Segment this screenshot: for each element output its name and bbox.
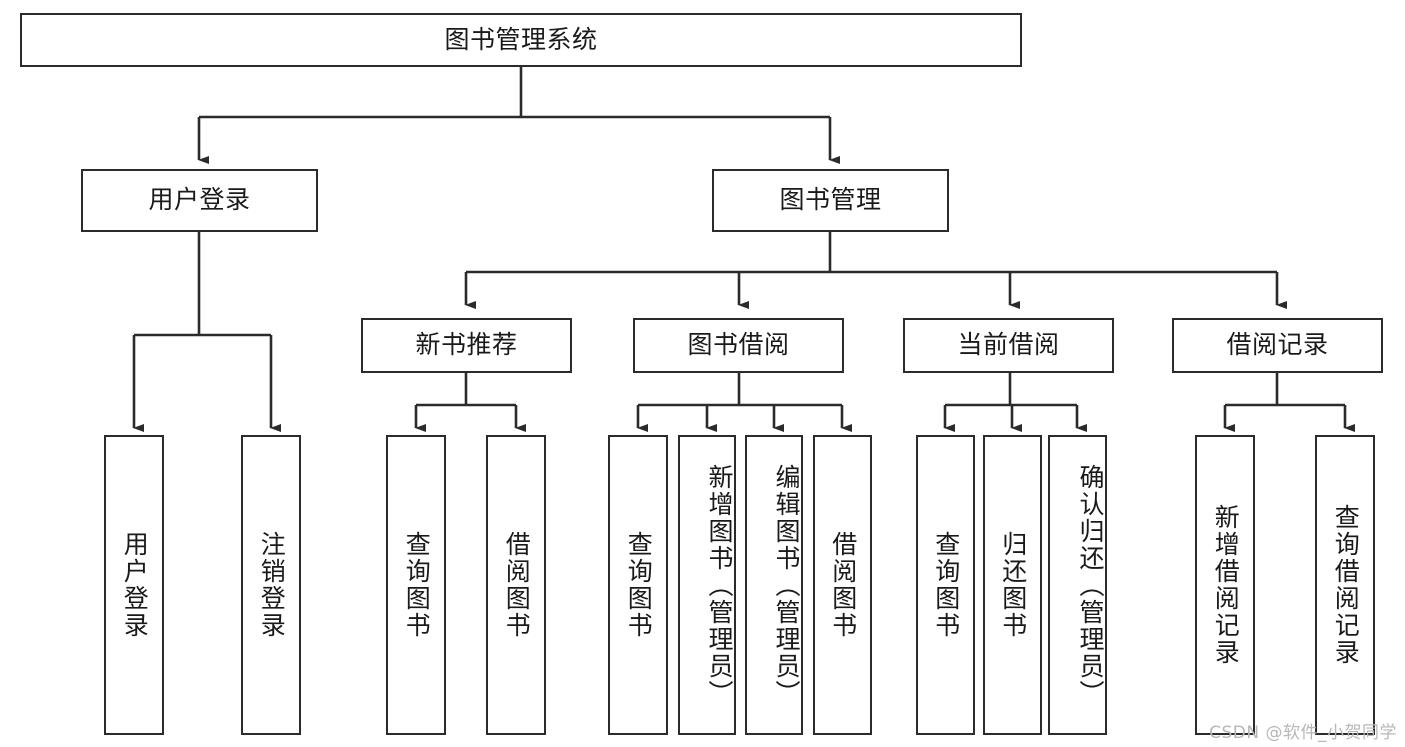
leaf-new-book-borrow-book[interactable]: 借阅图书 xyxy=(486,435,546,735)
node-book-management[interactable]: 图书管理 xyxy=(712,169,949,232)
watermark-text: CSDN @软件_小贺同学 xyxy=(1209,723,1397,743)
leaf-book-borrow-add-book-admin[interactable]: 新增图书（管理员） xyxy=(678,435,736,735)
node-new-book-recommend[interactable]: 新书推荐 xyxy=(361,318,572,373)
leaf-user-login-signin[interactable]: 用户登录 xyxy=(104,435,164,735)
node-label: 图书管理 xyxy=(779,185,882,215)
leaf-borrow-record-query-record[interactable]: 查询借阅记录 xyxy=(1315,435,1375,735)
node-user-login[interactable]: 用户登录 xyxy=(81,169,318,232)
node-label: 查询图书 xyxy=(931,531,961,639)
node-label: 借阅图书 xyxy=(502,531,532,639)
node-root-book-management-system[interactable]: 图书管理系统 xyxy=(20,13,1022,67)
node-label: 新增借阅记录 xyxy=(1211,504,1241,666)
leaf-new-book-query-book[interactable]: 查询图书 xyxy=(386,435,446,735)
leaf-current-borrow-confirm-return-admin[interactable]: 确认归还（管理员） xyxy=(1048,435,1107,735)
node-label: 用户登录 xyxy=(120,531,150,639)
node-label: 归还图书 xyxy=(998,531,1028,639)
leaf-book-borrow-borrow-book[interactable]: 借阅图书 xyxy=(813,435,872,735)
node-label: 查询图书 xyxy=(624,531,654,639)
node-label: 编辑图书（管理员） xyxy=(772,463,801,707)
node-borrow-record[interactable]: 借阅记录 xyxy=(1172,318,1383,373)
node-label: 用户登录 xyxy=(148,185,251,215)
node-label: 注销登录 xyxy=(257,531,287,639)
node-label: 借阅图书 xyxy=(828,531,858,639)
node-current-borrow[interactable]: 当前借阅 xyxy=(903,318,1114,373)
node-book-borrow[interactable]: 图书借阅 xyxy=(633,318,844,373)
node-label: 当前借阅 xyxy=(957,330,1060,360)
leaf-book-borrow-query-book[interactable]: 查询图书 xyxy=(608,435,668,735)
node-label: 查询借阅记录 xyxy=(1331,504,1361,666)
leaf-current-borrow-query-book[interactable]: 查询图书 xyxy=(916,435,975,735)
node-label: 图书借阅 xyxy=(687,330,790,360)
node-label: 查询图书 xyxy=(402,531,432,639)
node-label: 确认归还（管理员） xyxy=(1076,463,1105,707)
leaf-borrow-record-add-record[interactable]: 新增借阅记录 xyxy=(1195,435,1255,735)
node-label: 新书推荐 xyxy=(415,330,518,360)
node-label: 借阅记录 xyxy=(1226,330,1329,360)
node-label: 图书管理系统 xyxy=(444,24,598,54)
leaf-book-borrow-edit-book-admin[interactable]: 编辑图书（管理员） xyxy=(745,435,803,735)
node-label: 新增图书（管理员） xyxy=(705,463,734,707)
leaf-user-login-signout[interactable]: 注销登录 xyxy=(241,435,301,735)
leaf-current-borrow-return-book[interactable]: 归还图书 xyxy=(983,435,1042,735)
